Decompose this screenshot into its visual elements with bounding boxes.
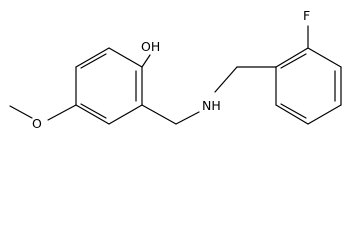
ch2-n-bond (175, 111, 200, 125)
bond (75, 47, 110, 68)
ring-ch2-bond (141, 104, 177, 125)
bond (275, 47, 309, 68)
oh-bond (141, 54, 151, 68)
phenol-ring (75, 47, 143, 125)
hydroxyl-label: OH (141, 39, 160, 54)
methoxy-oxygen-label: O (32, 116, 42, 131)
fluorophenyl-ring (275, 47, 342, 125)
bond (75, 104, 110, 125)
amine-label: NH (202, 98, 221, 113)
double-bond-inner (80, 103, 107, 119)
n-ch2-bond (214, 66, 238, 93)
o-methyl-bond (9, 105, 33, 119)
bond (275, 104, 309, 125)
bond (307, 104, 342, 125)
structural-formula: OH O NH F (9, 8, 342, 131)
fluorine-label: F (303, 8, 310, 23)
bond (307, 47, 342, 68)
bond (108, 104, 143, 125)
double-bond-inner (80, 53, 107, 69)
bond (108, 47, 143, 68)
double-bond-inner (280, 103, 307, 119)
double-bond-inner (280, 53, 307, 69)
aryl-o-bond (47, 104, 77, 121)
